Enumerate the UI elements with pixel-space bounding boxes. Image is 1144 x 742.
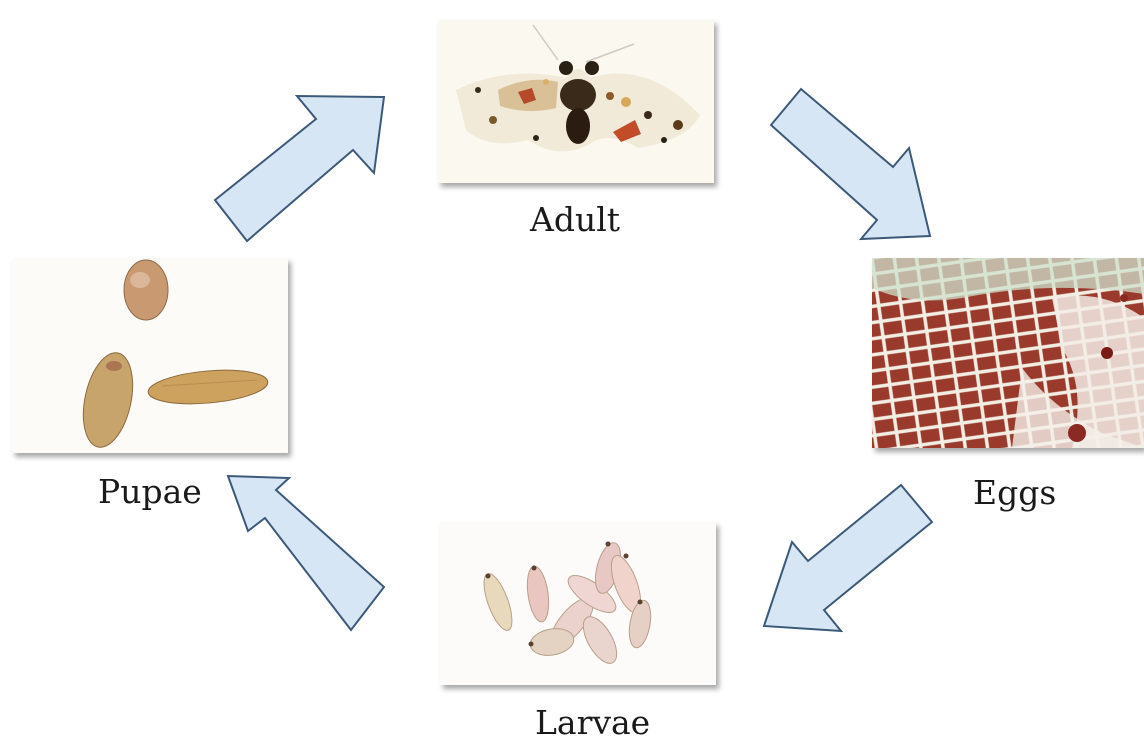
eggs-on-mesh-image xyxy=(872,258,1144,448)
adult-moth-image xyxy=(438,20,714,183)
stage-label-adult: Adult xyxy=(530,203,620,236)
stage-label-larvae: Larvae xyxy=(535,706,650,739)
stage-label-eggs: Eggs xyxy=(973,476,1056,509)
arrow-pupae-to-adult xyxy=(215,96,384,241)
arrow-eggs-to-larvae xyxy=(764,485,932,631)
stage-label-pupae: Pupae xyxy=(98,475,202,508)
pupae-image xyxy=(12,258,288,453)
arrow-adult-to-eggs xyxy=(771,89,930,239)
arrow-larvae-to-pupae xyxy=(228,476,384,630)
larvae-image xyxy=(440,522,716,685)
